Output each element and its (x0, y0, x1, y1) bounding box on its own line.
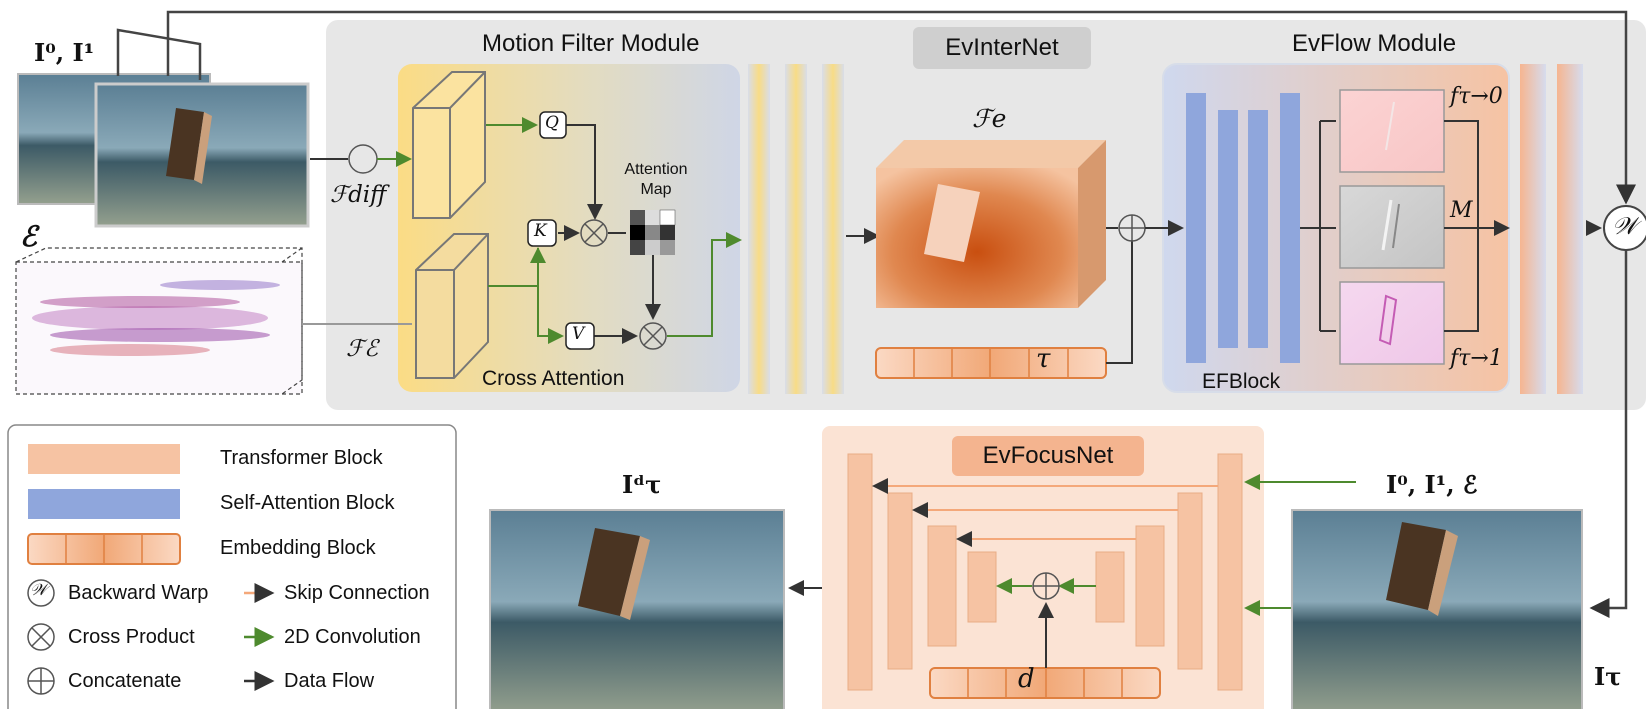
legend-self-attention: Self-Attention Block (220, 492, 395, 514)
legend-embedding: Embedding Block (220, 537, 376, 559)
f-e-label: ℱe (972, 104, 1007, 133)
mask-label: M (1450, 198, 1473, 223)
cross-attention-label: Cross Attention (482, 367, 625, 390)
d-label: d (1018, 664, 1035, 694)
legend-data-flow: Data Flow (284, 670, 375, 692)
flow-1-label: fτ→1 (1450, 346, 1503, 371)
motion-filter-title: Motion Filter Module (482, 30, 700, 57)
legend-backward-warp: Backward Warp (68, 582, 209, 604)
legend-cross-product: Cross Product (68, 626, 195, 648)
warp-symbol: 𝒲 (1612, 212, 1638, 240)
legend-skip: Skip Connection (284, 582, 430, 604)
flow-0-label: fτ→0 (1450, 84, 1503, 109)
i-tau-label: Iτ (1594, 662, 1622, 691)
evinternet-label: EvInterNet (913, 27, 1091, 69)
input-frames-label: I⁰, I¹ (34, 38, 95, 67)
k-label: K (534, 221, 547, 241)
efblock-label: EFBlock (1202, 370, 1281, 393)
evflow-title: EvFlow Module (1292, 30, 1457, 57)
focus-inputs-label: I⁰, I¹, ℰ (1386, 470, 1478, 499)
legend-transformer: Transformer Block (220, 447, 383, 469)
evfocusnet-label: EvFocusNet (952, 436, 1144, 476)
q-label: Q (545, 113, 559, 133)
legend-concatenate: Concatenate (68, 670, 182, 692)
events-label: ℰ (20, 220, 37, 253)
f-events-label: ℱℰ (346, 336, 379, 362)
legend-warp-icon: 𝒲 (30, 580, 47, 599)
legend-conv: 2D Convolution (284, 626, 421, 648)
output-label: Iᵈτ (622, 470, 662, 499)
v-label: V (572, 324, 585, 344)
f-diff-label: ℱdiff (330, 182, 387, 208)
tau-label: τ (1036, 344, 1051, 374)
